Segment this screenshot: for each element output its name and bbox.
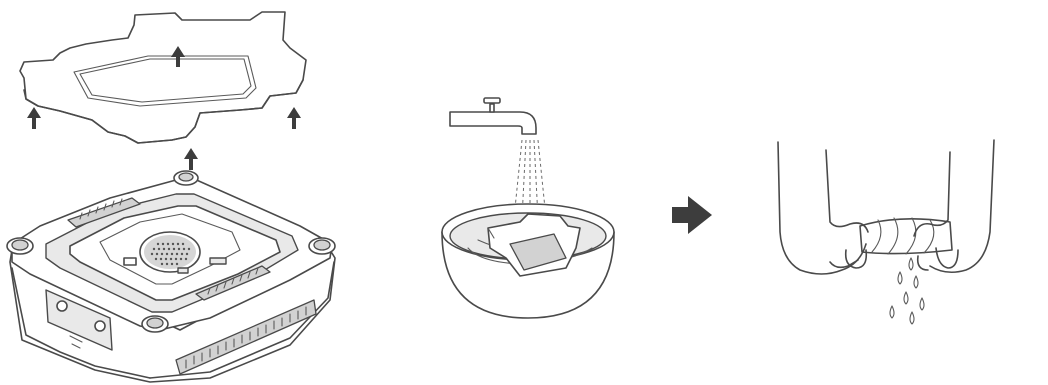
lift-arrow-icon-right [287,107,301,129]
water-drops [890,258,924,324]
cover-plate [20,12,306,143]
step-wring-pad [778,140,994,324]
step-remove-cover [7,12,335,382]
device-body [7,171,335,382]
corner-screw-left [7,238,33,254]
step-soak-pad [442,98,614,318]
faucet-icon [450,98,536,134]
lift-arrow-icon-center [184,148,198,170]
lift-arrow-icon-left [27,107,41,129]
corner-screw-top [174,171,198,185]
corner-screw-bottom [142,316,168,332]
left-hand-icon [778,142,868,274]
twisted-cloth [860,218,952,254]
corner-screw-right [309,238,335,254]
next-arrow-icon [672,196,712,234]
